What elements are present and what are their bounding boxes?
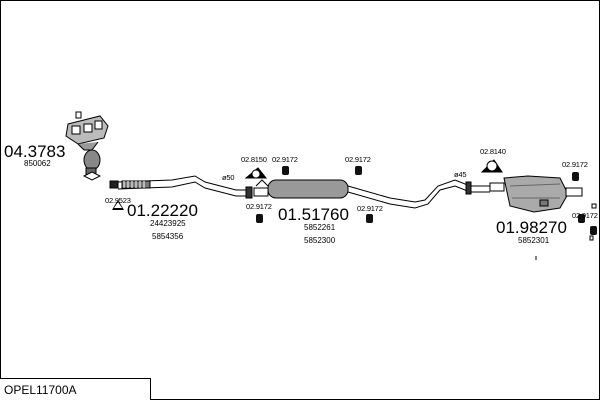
hanger-icon xyxy=(572,172,579,181)
ring-rear-label: 02.8140 xyxy=(480,147,506,156)
ring-mid-icon xyxy=(244,167,268,179)
middle-silencer-oem-1: 5852261 xyxy=(304,223,336,232)
middle-silencer-oem-2: 5852300 xyxy=(304,236,336,245)
manifold-part-number: 04.3783 xyxy=(4,142,66,161)
hanger-label: 02.9172 xyxy=(272,155,298,164)
rear-silencer-drawing xyxy=(489,175,583,213)
middle-silencer-drawing xyxy=(253,179,490,209)
bolt-label: 02.9523 xyxy=(105,196,131,205)
hanger-icon xyxy=(590,226,597,235)
hanger-label: 02.9172 xyxy=(357,204,383,213)
diagram-title: OPEL11700A xyxy=(4,383,77,397)
hanger-icon xyxy=(282,166,289,175)
hanger-icon xyxy=(355,166,362,175)
manifold-drawing xyxy=(65,111,109,177)
manifold-oem: 850062 xyxy=(24,159,51,168)
rear-silencer-part-number: 01.98270 xyxy=(496,218,567,237)
clip-icon xyxy=(589,235,594,241)
ring-rear-icon xyxy=(480,159,503,173)
hanger-label: 02.9172 xyxy=(572,211,598,220)
front-pipe-oem-1: 24423925 xyxy=(150,219,186,228)
title-box: OPEL11700A xyxy=(0,378,151,400)
ring-mid-label: 02.8150 xyxy=(241,155,267,164)
gasket-icon xyxy=(82,171,102,181)
diameter-label: ø50 xyxy=(222,173,235,182)
front-pipe-drawing xyxy=(109,175,253,199)
hanger-label: 02.9172 xyxy=(246,202,272,211)
hanger-label: 02.9172 xyxy=(562,160,588,169)
hanger-icon xyxy=(256,214,263,223)
rear-silencer-oem: 5852301 xyxy=(518,236,550,245)
hanger-label: 02.9172 xyxy=(345,155,371,164)
front-pipe-part-number: 01.22220 xyxy=(127,201,198,220)
hanger-icon xyxy=(578,214,585,223)
diameter-label: ø45 xyxy=(454,170,467,179)
clip-icon xyxy=(591,203,597,209)
front-pipe-oem-2: 5854356 xyxy=(152,232,184,241)
middle-silencer-part-number: 01.51760 xyxy=(278,205,349,224)
hanger-icon xyxy=(366,214,373,223)
